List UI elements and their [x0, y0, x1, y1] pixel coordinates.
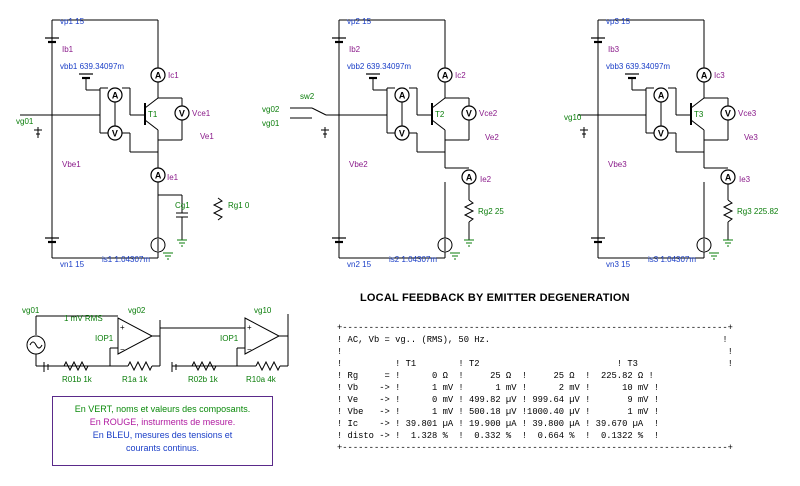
- label-ib3: Ib3: [608, 45, 620, 54]
- table-line: ! ! T1 ! T2 ! T3 !: [337, 359, 733, 369]
- label-r10a: R10a 4k: [246, 375, 277, 384]
- label-is1: is1 1.04307m: [102, 255, 150, 264]
- label-ie3: Ie3: [739, 175, 751, 184]
- label-t2: T2: [435, 110, 445, 119]
- label-ic1: Ic1: [168, 71, 179, 80]
- color-legend-box: En VERT, noms et valeurs des composants.…: [52, 396, 273, 466]
- label-is2: is2 1.04307m: [389, 255, 437, 264]
- label-ic3: Ic3: [714, 71, 725, 80]
- label-ib1: Ib1: [62, 45, 74, 54]
- table-line: +---------------------------------------…: [337, 443, 733, 453]
- label-vg10-stage3: vg10: [564, 113, 582, 122]
- label-vbb3: vbb3 639.34097m: [606, 62, 670, 71]
- opamp-circuit: [26, 314, 289, 372]
- label-vn3: vn3 15: [606, 260, 631, 269]
- label-r02b: R02b 1k: [188, 375, 219, 384]
- table-line: ! disto -> ! 1.328 % ! 0.332 % ! 0.664 %…: [337, 431, 660, 441]
- opamp-iop1-a-icon: [117, 317, 154, 355]
- label-r1a: R1a 1k: [122, 375, 148, 384]
- voltmeter-vce3: [720, 105, 736, 121]
- legend-green: En VERT, noms et valeurs des composants.: [74, 404, 251, 414]
- page-title: LOCAL FEEDBACK BY EMITTER DEGENERATION: [360, 292, 630, 304]
- ammeter-ib3: [653, 87, 669, 103]
- label-vce2: Vce2: [479, 109, 498, 118]
- label-rg3: Rg3 225.82: [737, 207, 779, 216]
- label-rg2: Rg2 25: [478, 207, 504, 216]
- table-line: ! Vbe -> ! 1 mV ! 500.18 µV !1000.40 µV …: [337, 407, 660, 417]
- label-vp2: vp2 15: [347, 17, 372, 26]
- label-iop1-b: IOP1: [220, 334, 239, 343]
- label-ie2: Ie2: [480, 175, 492, 184]
- label-iop1-a: IOP1: [95, 334, 114, 343]
- label-ve2: Ve2: [485, 133, 499, 142]
- label-vbe1: Vbe1: [62, 160, 81, 169]
- table-line: +---------------------------------------…: [337, 323, 733, 333]
- label-vg10-opamp: vg10: [254, 306, 272, 315]
- ammeter-ic2: [437, 67, 453, 83]
- label-cg1: Cg1: [175, 201, 190, 210]
- legend-blue-2: courants continus.: [125, 443, 200, 453]
- label-vg01-stage1: vg01: [16, 117, 34, 126]
- switch-sw2: [311, 107, 327, 116]
- label-vbb2: vbb2 639.34097m: [347, 62, 411, 71]
- voltmeter-vbe3: [653, 125, 669, 141]
- label-is3: is3 1.04307m: [648, 255, 696, 264]
- voltmeter-vce1: [174, 105, 190, 121]
- label-vbe2: Vbe2: [349, 160, 368, 169]
- label-vg02-opamp: vg02: [128, 306, 146, 315]
- label-t1: T1: [148, 110, 158, 119]
- label-t3: T3: [694, 110, 704, 119]
- label-source-amplitude: 1 mV RMS: [64, 314, 103, 323]
- opamp-plus-a: +: [120, 323, 125, 332]
- label-vp1: vp1 15: [60, 17, 85, 26]
- label-vg01-opamp: vg01: [22, 306, 40, 315]
- legend-blue-1: En BLEU, mesures des tensions et: [92, 430, 233, 440]
- label-vp3: vp3 15: [606, 17, 631, 26]
- ammeter-ic3: [696, 67, 712, 83]
- table-line: ! AC, Vb = vg.. (RMS), 50 Hz. !: [337, 335, 728, 345]
- label-vbb1: vbb1 639.34097m: [60, 62, 124, 71]
- table-line: ! !: [337, 347, 733, 357]
- table-line: ! Ic -> ! 39.801 µA ! 19.900 µA ! 39.800…: [337, 419, 660, 429]
- label-vg02-stage2: vg02: [262, 105, 280, 114]
- ammeter-ib2: [394, 87, 410, 103]
- voltmeter-vbe2: [394, 125, 410, 141]
- stage-1-circuit: vp1 15 Ib1 vbb1 639.34097m vg01 T1 Ic1 V…: [16, 17, 250, 269]
- voltmeter-vbe1: [107, 125, 123, 141]
- opamp-iop1-b-icon: [244, 317, 281, 355]
- opamp-minus-b: −: [247, 345, 252, 354]
- table-line: ! Ve -> ! 0 mV ! 499.82 µV ! 999.64 µV !…: [337, 395, 660, 405]
- opamp-minus-a: −: [120, 345, 125, 354]
- label-ib2: Ib2: [349, 45, 361, 54]
- label-vn1: vn1 15: [60, 260, 85, 269]
- stage-2-circuit: vp2 15 Ib2 vbb2 639.34097m sw2 vg02 vg01…: [262, 17, 504, 269]
- label-vce1: Vce1: [192, 109, 211, 118]
- label-rg1: Rg1 0: [228, 201, 250, 210]
- ammeter-ib1: [107, 87, 123, 103]
- voltmeter-vce2: [461, 105, 477, 121]
- label-r01b: R01b 1k: [62, 375, 93, 384]
- table-line: ! Rg = ! 0 Ω ! 25 Ω ! 25 Ω ! 225.82 Ω !: [337, 371, 654, 381]
- label-sw2: sw2: [300, 92, 315, 101]
- label-ie1: Ie1: [167, 173, 179, 182]
- table-line: ! Vb -> ! 1 mV ! 1 mV ! 2 mV ! 10 mV !: [337, 383, 660, 393]
- ammeter-ie3: [720, 169, 736, 185]
- results-table: +---------------------------------------…: [337, 322, 733, 454]
- label-vbe3: Vbe3: [608, 160, 627, 169]
- label-vce3: Vce3: [738, 109, 757, 118]
- stage-3-circuit: vp3 15 Ib3 vbb3 639.34097m vg10 T3 Ic3 V…: [564, 17, 779, 269]
- ammeter-ie2: [461, 169, 477, 185]
- label-ve1: Ve1: [200, 132, 214, 141]
- label-ic2: Ic2: [455, 71, 466, 80]
- ammeter-ie1: [150, 167, 166, 183]
- legend-red: En ROUGE, insturments de mesure.: [89, 417, 236, 427]
- ammeter-ic1: [150, 67, 166, 83]
- label-vn2: vn2 15: [347, 260, 372, 269]
- opamp-plus-b: +: [247, 323, 252, 332]
- label-vg01-stage2: vg01: [262, 119, 280, 128]
- label-ve3: Ve3: [744, 133, 758, 142]
